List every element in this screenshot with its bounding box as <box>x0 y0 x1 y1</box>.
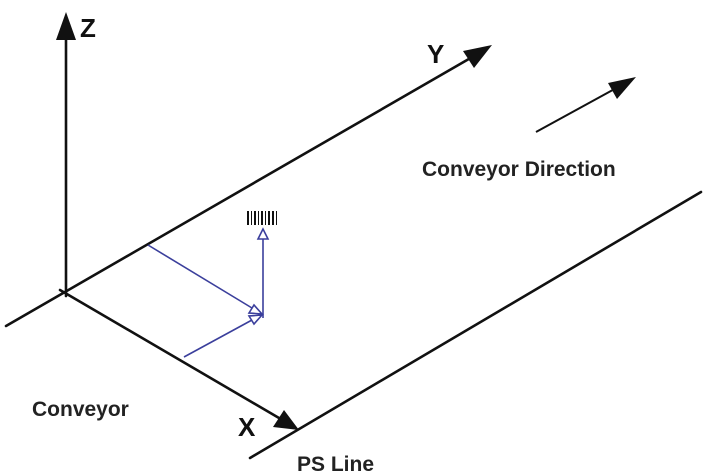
x-axis <box>58 288 299 430</box>
conveyor-label: Conveyor <box>32 398 129 421</box>
z-axis-label: Z <box>80 13 96 43</box>
y-axis <box>4 45 492 328</box>
x-axis-label: X <box>238 412 256 442</box>
conveyor-direction-arrow <box>535 77 636 133</box>
barcode-icon <box>247 211 277 225</box>
y-axis-label: Y <box>427 39 444 69</box>
conveyor-direction-label: Conveyor Direction <box>422 158 616 181</box>
z-axis <box>56 12 76 298</box>
ps-line-label: PS Line <box>297 453 374 476</box>
ps-line <box>248 190 703 460</box>
position-vectors <box>147 227 270 358</box>
